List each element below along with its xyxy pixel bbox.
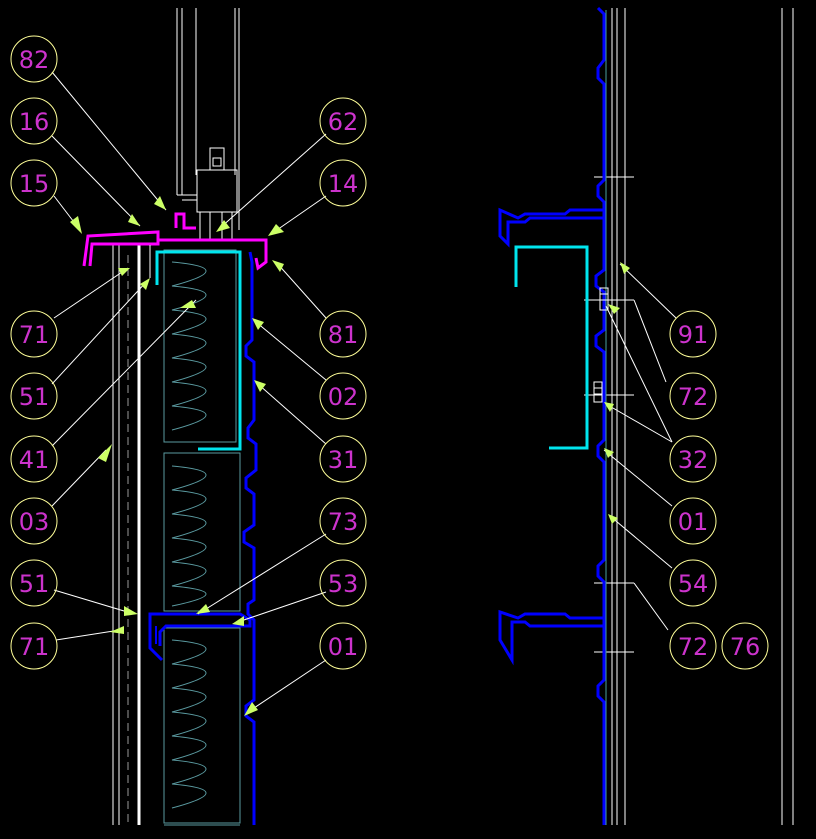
callout-81-label: 81 (328, 321, 359, 349)
callout-76-circle (721, 622, 769, 670)
callout-82-label: 82 (19, 46, 50, 74)
callout-32-circle (669, 435, 717, 483)
callout-73-label: 73 (328, 508, 359, 536)
callout-02-circle (319, 372, 367, 420)
callout-03-circle (10, 497, 58, 545)
callout-81-circle (319, 310, 367, 358)
callout-01a-circle (319, 622, 367, 670)
callout-91-circle (669, 310, 717, 358)
callout-01b-label: 01 (678, 508, 709, 536)
cyan-channel-top (155, 250, 242, 451)
callout-72b-label: 72 (678, 633, 709, 661)
blue-bracket-top (498, 207, 604, 248)
callout-31-circle (319, 435, 367, 483)
callout-01a-label: 01 (328, 633, 359, 661)
callout-76-label: 76 (730, 633, 761, 661)
callout-73-circle (319, 497, 367, 545)
callout-02-label: 02 (328, 383, 359, 411)
callout-71a-circle (10, 310, 58, 358)
callout-bubbles (10, 35, 769, 670)
callout-51b-label: 51 (19, 570, 50, 598)
left-section-detail (82, 8, 268, 826)
callout-16-circle (10, 97, 58, 145)
callout-71b-circle (10, 622, 58, 670)
callout-15-label: 15 (19, 170, 50, 198)
callout-62-label: 62 (328, 108, 359, 136)
blue-mid-flashing (148, 612, 252, 662)
inner-lining (112, 244, 141, 825)
right-outer-lines (611, 8, 794, 825)
right-fixings (593, 287, 609, 403)
callout-54-label: 54 (678, 570, 709, 598)
callout-91-label: 91 (678, 321, 709, 349)
insulation-hatch (171, 261, 207, 809)
callout-82-circle (10, 35, 58, 83)
callout-14-circle (319, 159, 367, 207)
callout-53-circle (319, 559, 367, 607)
magenta-top-flashing (82, 230, 160, 267)
callout-15-circle (10, 159, 58, 207)
right-section-detail (498, 6, 794, 825)
callout-51a-label: 51 (19, 383, 50, 411)
callout-53-label: 53 (328, 570, 359, 598)
blue-profile-sheet-left (242, 251, 258, 825)
callout-71b-label: 71 (19, 633, 50, 661)
blue-profile-sheet-right (594, 6, 606, 825)
callout-14-label: 14 (328, 170, 359, 198)
callout-54-circle (669, 559, 717, 607)
callout-labels: 82 16 15 62 14 71 81 51 02 41 31 03 73 5… (19, 46, 761, 661)
window-frame (176, 8, 240, 240)
callout-41-label: 41 (19, 446, 50, 474)
cyan-channel-right (514, 245, 589, 450)
callout-01b-circle (669, 497, 717, 545)
callout-51a-circle (10, 372, 58, 420)
callout-31-label: 31 (328, 446, 359, 474)
callout-62-circle (319, 97, 367, 145)
callout-16-label: 16 (19, 108, 50, 136)
callout-72a-label: 72 (678, 383, 709, 411)
callout-72b-circle (669, 622, 717, 670)
callout-03-label: 03 (19, 508, 50, 536)
right-tick-lines (584, 176, 634, 653)
callout-72a-circle (669, 372, 717, 420)
callout-51b-circle (10, 559, 58, 607)
blue-bracket-bottom (498, 609, 604, 666)
leader-arrows (70, 196, 630, 716)
callout-71a-label: 71 (19, 321, 50, 349)
leader-lines (51, 71, 677, 713)
callout-32-label: 32 (678, 446, 709, 474)
callout-41-circle (10, 435, 58, 483)
